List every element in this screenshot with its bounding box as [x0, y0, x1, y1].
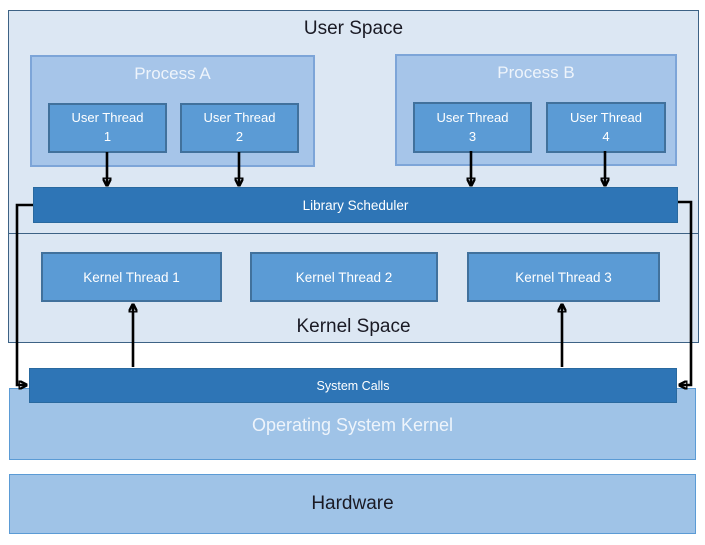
- hardware-box: Hardware: [9, 474, 696, 534]
- hardware-label: Hardware: [311, 493, 394, 514]
- process-a-title: Process A: [134, 64, 211, 83]
- user-thread-3-label-line1: User Thread: [436, 109, 509, 125]
- system-calls-label: System Calls: [316, 378, 390, 393]
- user-thread-4-label-line2: 4: [602, 128, 610, 144]
- user-thread-2-label-line2: 2: [235, 129, 244, 144]
- kernel-thread-3-label: Kernel Thread 3: [515, 269, 612, 285]
- kernel-thread-1-label: Kernel Thread 1: [83, 269, 180, 285]
- process-a-box: Process A User Thread 1 User Thread 2: [30, 55, 315, 167]
- user-thread-2-box: User Thread 2: [180, 103, 299, 153]
- user-thread-3-label-line2: 3: [468, 128, 477, 144]
- kernel-thread-2-box: Kernel Thread 2: [250, 252, 438, 302]
- user-thread-3-box: User Thread 3: [413, 102, 532, 153]
- kernel-thread-1-box: Kernel Thread 1: [41, 252, 222, 302]
- kernel-space-label: Kernel Space: [296, 316, 411, 337]
- user-thread-2-label-line1: User Thread: [203, 110, 276, 126]
- os-kernel-label: Operating System Kernel: [251, 415, 454, 435]
- user-thread-4-box: User Thread 4: [546, 102, 666, 153]
- user-thread-1-label-line1: User Thread: [71, 110, 144, 126]
- library-scheduler-bar: Library Scheduler: [33, 187, 678, 223]
- system-calls-bar: System Calls: [29, 368, 677, 403]
- user-space-label: User Space: [303, 18, 404, 39]
- library-scheduler-label: Library Scheduler: [302, 197, 409, 213]
- user-thread-1-box: User Thread 1: [48, 103, 167, 153]
- user-thread-4-label-line1: User Thread: [569, 109, 642, 125]
- process-b-box: Process B User Thread 3 User Thread 4: [395, 54, 677, 166]
- process-b-title: Process B: [497, 63, 575, 82]
- user-thread-1-label-line2: 1: [103, 129, 112, 144]
- kernel-thread-3-box: Kernel Thread 3: [467, 252, 660, 302]
- kernel-thread-2-label: Kernel Thread 2: [295, 269, 393, 285]
